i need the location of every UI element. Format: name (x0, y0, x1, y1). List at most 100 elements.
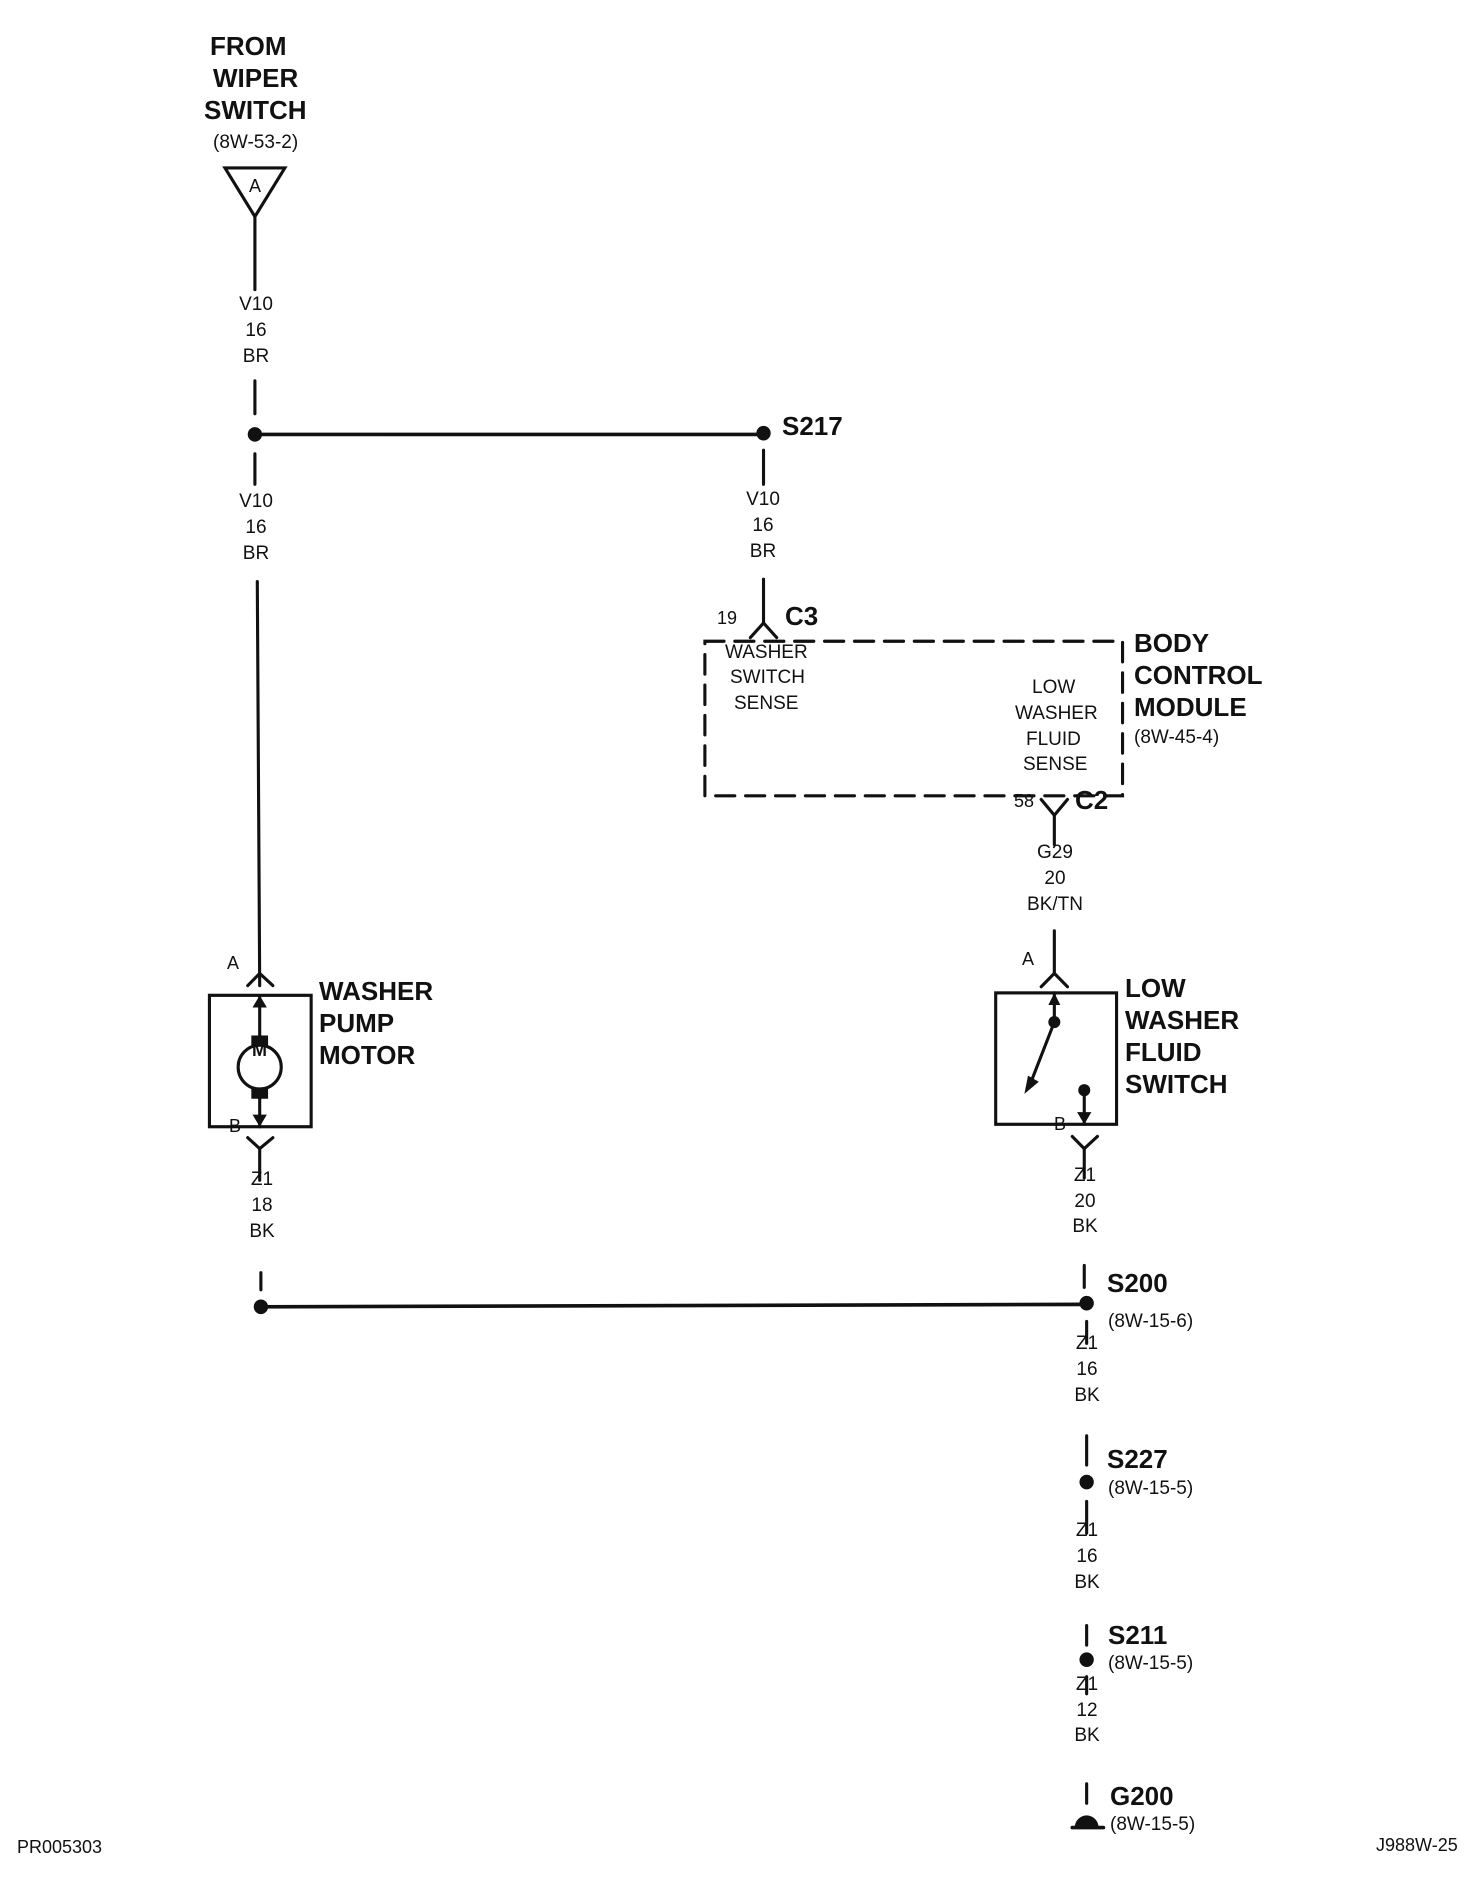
z1-pump-gauge: 18 (251, 1195, 273, 1216)
v10-top-circuit: V10 (239, 294, 273, 315)
washer-switch-sense-line-1: WASHER (725, 642, 808, 663)
z1-s211-g200-color: BK (1074, 1725, 1100, 1746)
z1-s200-s227-color: BK (1074, 1385, 1100, 1406)
c3-pin-number: 19 (717, 608, 738, 628)
z1-s200-s227-circuit: Z1 (1075, 1333, 1099, 1354)
ground-g200-ref: (8W-15-5) (1110, 1814, 1196, 1835)
z1-s211-g200-gauge: 12 (1076, 1700, 1098, 1721)
c2-connector-label: C2 (1075, 785, 1109, 815)
v10-right-circuit: V10 (746, 489, 780, 510)
washer-switch-sense-line-2: SWITCH (730, 667, 805, 688)
bcm-title-line-1: BODY (1134, 628, 1210, 658)
bcm-title-line-2: CONTROL (1134, 660, 1263, 690)
splice-s227-ref: (8W-15-5) (1108, 1478, 1194, 1499)
wire-z1-horizontal (259, 1302, 1089, 1309)
splice-s211-label: S211 (1108, 1620, 1168, 1650)
switch-pin-a-label: A (1022, 949, 1035, 969)
source-title-line-1: FROM (210, 31, 287, 61)
switch-arrow-up (1048, 992, 1061, 1006)
z1-switch-circuit: Z1 (1073, 1165, 1097, 1186)
s211-splice-dot (1079, 1652, 1094, 1667)
wire-v10-left (255, 580, 262, 988)
switch-contact-bottom (1078, 1084, 1091, 1097)
motor-brush-bottom (251, 1089, 269, 1099)
splice-s200-ref: (8W-15-6) (1108, 1311, 1194, 1332)
switch-arm (1030, 1020, 1056, 1083)
s227-splice-dot (1079, 1474, 1094, 1490)
motor-arrow-up (252, 995, 267, 1008)
washer-switch-sense-line-3: SENSE (734, 693, 799, 714)
low-fluid-sense-line-2: WASHER (1015, 703, 1098, 724)
fluid-switch-box (994, 991, 1119, 1126)
ground-g200-label: G200 (1110, 1781, 1174, 1811)
v10-top-gauge: 16 (245, 320, 267, 341)
bcm-title-line-3: MODULE (1134, 692, 1247, 722)
v10-right-color: BR (749, 541, 777, 562)
bcm-ref: (8W-45-4) (1134, 727, 1220, 748)
z1-s227-s211-gauge: 16 (1076, 1546, 1098, 1567)
switch-arrow-down (1077, 1112, 1092, 1125)
v10-left-circuit: V10 (239, 491, 273, 512)
footer-right-code: J988W-25 (1376, 1835, 1458, 1855)
low-fluid-sense-line-1: LOW (1032, 677, 1076, 698)
splice-s211-ref: (8W-15-5) (1108, 1653, 1194, 1674)
g29-gauge: 20 (1044, 868, 1066, 889)
switch-title-line-2: WASHER (1125, 1005, 1240, 1035)
motor-arrow-down (252, 1114, 267, 1127)
source-title-line-3: SWITCH (204, 95, 307, 125)
source-ref: (8W-53-2) (213, 132, 299, 153)
v10-right-gauge: 16 (752, 515, 774, 536)
c3-connector-symbol (748, 620, 779, 640)
z1-pump-circuit: Z1 (250, 1169, 274, 1190)
wiper-connector-triangle (222, 166, 288, 220)
switch-arm-arrow (1024, 1075, 1039, 1094)
z1-s227-s211-circuit: Z1 (1075, 1520, 1099, 1541)
pump-pin-a-symbol (246, 971, 275, 988)
splice-s200-label: S200 (1107, 1268, 1168, 1298)
v10-top-color: BR (242, 346, 270, 367)
z1-switch-gauge: 20 (1074, 1191, 1096, 1212)
switch-title-line-3: FLUID (1125, 1037, 1202, 1067)
switch-pin-b-label: B (1054, 1114, 1067, 1134)
c2-pin-number: 58 (1014, 791, 1035, 811)
z1-s227-s211-color: BK (1074, 1572, 1100, 1593)
s217-splice-dot (756, 425, 771, 441)
v10-left-color: BR (242, 543, 270, 564)
pump-pin-a-label: A (227, 953, 240, 973)
low-fluid-sense-line-3: FLUID (1026, 729, 1081, 750)
c2-connector-symbol (1039, 797, 1070, 818)
pump-title-line-3: MOTOR (319, 1040, 416, 1070)
left-splice-dot (247, 427, 263, 442)
splice-s217-label: S217 (782, 411, 843, 441)
z1-s211-g200-circuit: Z1 (1075, 1674, 1099, 1695)
low-fluid-sense-line-4: SENSE (1023, 754, 1088, 775)
ground-symbol (1074, 1815, 1099, 1828)
pump-pin-b-label: B (229, 1116, 242, 1136)
bcm-dashed-box (703, 639, 1125, 798)
pump-pin-b-symbol (246, 1136, 275, 1151)
source-title-line-2: WIPER (213, 63, 299, 93)
z1-s200-s227-gauge: 16 (1076, 1359, 1098, 1380)
switch-pin-b-symbol (1070, 1134, 1099, 1151)
c3-connector-label: C3 (785, 601, 819, 631)
v10-left-gauge: 16 (245, 517, 267, 538)
pump-title-line-2: PUMP (319, 1008, 395, 1038)
switch-pin-a-symbol (1039, 971, 1070, 989)
pump-title-line-1: WASHER (319, 976, 434, 1006)
motor-brush-top (251, 1035, 269, 1046)
switch-contact-top (1048, 1016, 1061, 1029)
motor-symbol-label: M (252, 1040, 267, 1060)
source-connector-letter: A (249, 176, 262, 196)
g29-circuit: G29 (1037, 842, 1073, 863)
bottom-left-splice-dot (253, 1299, 269, 1315)
switch-title-line-4: SWITCH (1125, 1069, 1228, 1099)
switch-title-line-1: LOW (1125, 973, 1186, 1003)
z1-switch-color: BK (1072, 1216, 1098, 1237)
s200-splice-dot (1079, 1295, 1094, 1311)
z1-pump-color: BK (249, 1221, 275, 1242)
splice-s227-label: S227 (1107, 1444, 1168, 1474)
footer-left-code: PR005303 (17, 1837, 103, 1857)
g29-color: BK/TN (1027, 894, 1083, 915)
